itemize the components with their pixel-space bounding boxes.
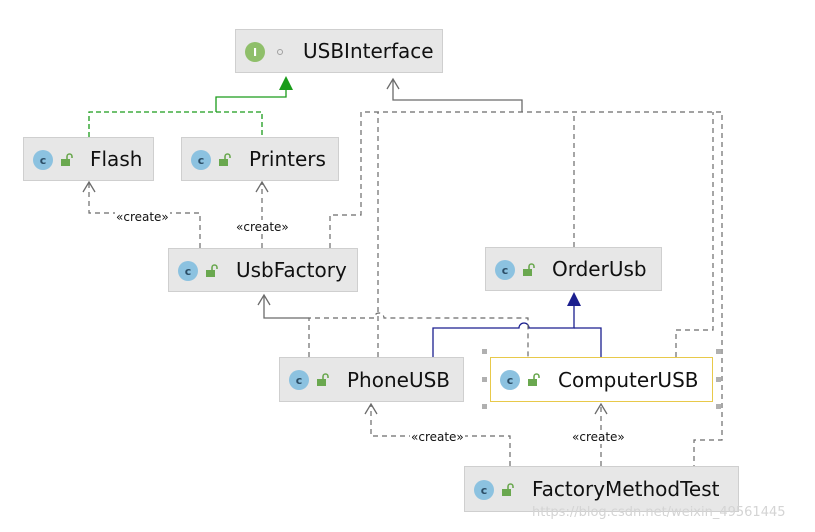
computerusb-node[interactable]: c ComputerUSB — [490, 357, 713, 402]
class-icon: c — [495, 260, 515, 280]
create-label-computerusb: «create» — [571, 430, 626, 444]
class-icon: c — [33, 150, 53, 170]
usbinterface-node[interactable]: I USBInterface — [235, 29, 443, 73]
interface-icon: I — [245, 42, 265, 62]
node-label: USBInterface — [303, 39, 434, 63]
implements-edges — [88, 80, 287, 137]
selection-handle[interactable] — [482, 377, 487, 382]
arrow-into-printers — [255, 180, 269, 193]
node-label: UsbFactory — [236, 258, 347, 282]
create-label-flash: «create» — [115, 210, 170, 224]
class-icon: c — [178, 261, 198, 281]
usbfactory-node[interactable]: c UsbFactory — [168, 248, 358, 292]
node-label: OrderUsb — [552, 257, 647, 281]
flash-implements-usbinterface — [88, 111, 263, 137]
watermark: https://blog.csdn.net/weixin_49561445 — [532, 505, 786, 520]
unlock-icon — [523, 263, 535, 276]
extends-arrowhead — [567, 292, 581, 306]
node-label: ComputerUSB — [558, 367, 699, 392]
selection-handle[interactable] — [716, 349, 721, 354]
class-icon: c — [500, 370, 520, 390]
unlock-icon — [219, 153, 231, 166]
phoneusb-uses-usbfactory — [308, 312, 529, 357]
printers-implements-usbinterface — [215, 80, 287, 112]
create-label-phoneusb: «create» — [410, 430, 465, 444]
node-label: Flash — [90, 147, 143, 171]
arrow-into-phoneusb — [364, 402, 378, 415]
flash-node[interactable]: c Flash — [23, 137, 154, 181]
computerusb-uses-usbinterface-right — [675, 112, 714, 357]
usbinterface-bus — [392, 80, 523, 112]
create-label-printers: «create» — [235, 220, 290, 234]
unlock-icon — [502, 483, 514, 496]
selection-handle[interactable] — [482, 349, 487, 354]
node-label: PhoneUSB — [347, 367, 451, 392]
open-arrowheads — [82, 77, 608, 415]
orderusb-node[interactable]: c OrderUsb — [485, 247, 662, 291]
usbfactory-uses-usbinterface — [329, 111, 723, 466]
unlock-icon — [317, 373, 329, 386]
unlock-icon — [61, 153, 73, 166]
runnable-class-icon: c — [474, 480, 494, 500]
arrow-into-computerusb — [594, 402, 608, 415]
association-edges — [263, 80, 523, 319]
selection-handle[interactable] — [716, 404, 721, 409]
extends-edges — [432, 303, 602, 357]
class-icon: c — [289, 370, 309, 390]
arrow-into-flash — [82, 180, 96, 193]
factorymethodtest-node[interactable]: c FactoryMethodTest — [464, 466, 739, 512]
phoneusb-node[interactable]: c PhoneUSB — [279, 357, 464, 402]
selection-handle[interactable] — [482, 404, 487, 409]
phoneusb-to-usbfactory — [263, 296, 309, 319]
selection-handle[interactable] — [716, 377, 721, 382]
printers-node[interactable]: c Printers — [181, 137, 339, 181]
node-label: FactoryMethodTest — [532, 477, 720, 501]
unlock-icon — [528, 373, 540, 386]
arrow-into-usbinterface — [386, 77, 400, 90]
unlock-icon — [206, 264, 218, 277]
phoneusb-extends-orderusb — [432, 303, 575, 357]
visibility-icon — [277, 49, 283, 55]
arrow-into-usbfactory — [257, 293, 271, 306]
computerusb-extends-orderusb — [574, 327, 602, 357]
implements-arrowhead — [279, 76, 293, 90]
class-icon: c — [191, 150, 211, 170]
node-label: Printers — [249, 147, 326, 171]
